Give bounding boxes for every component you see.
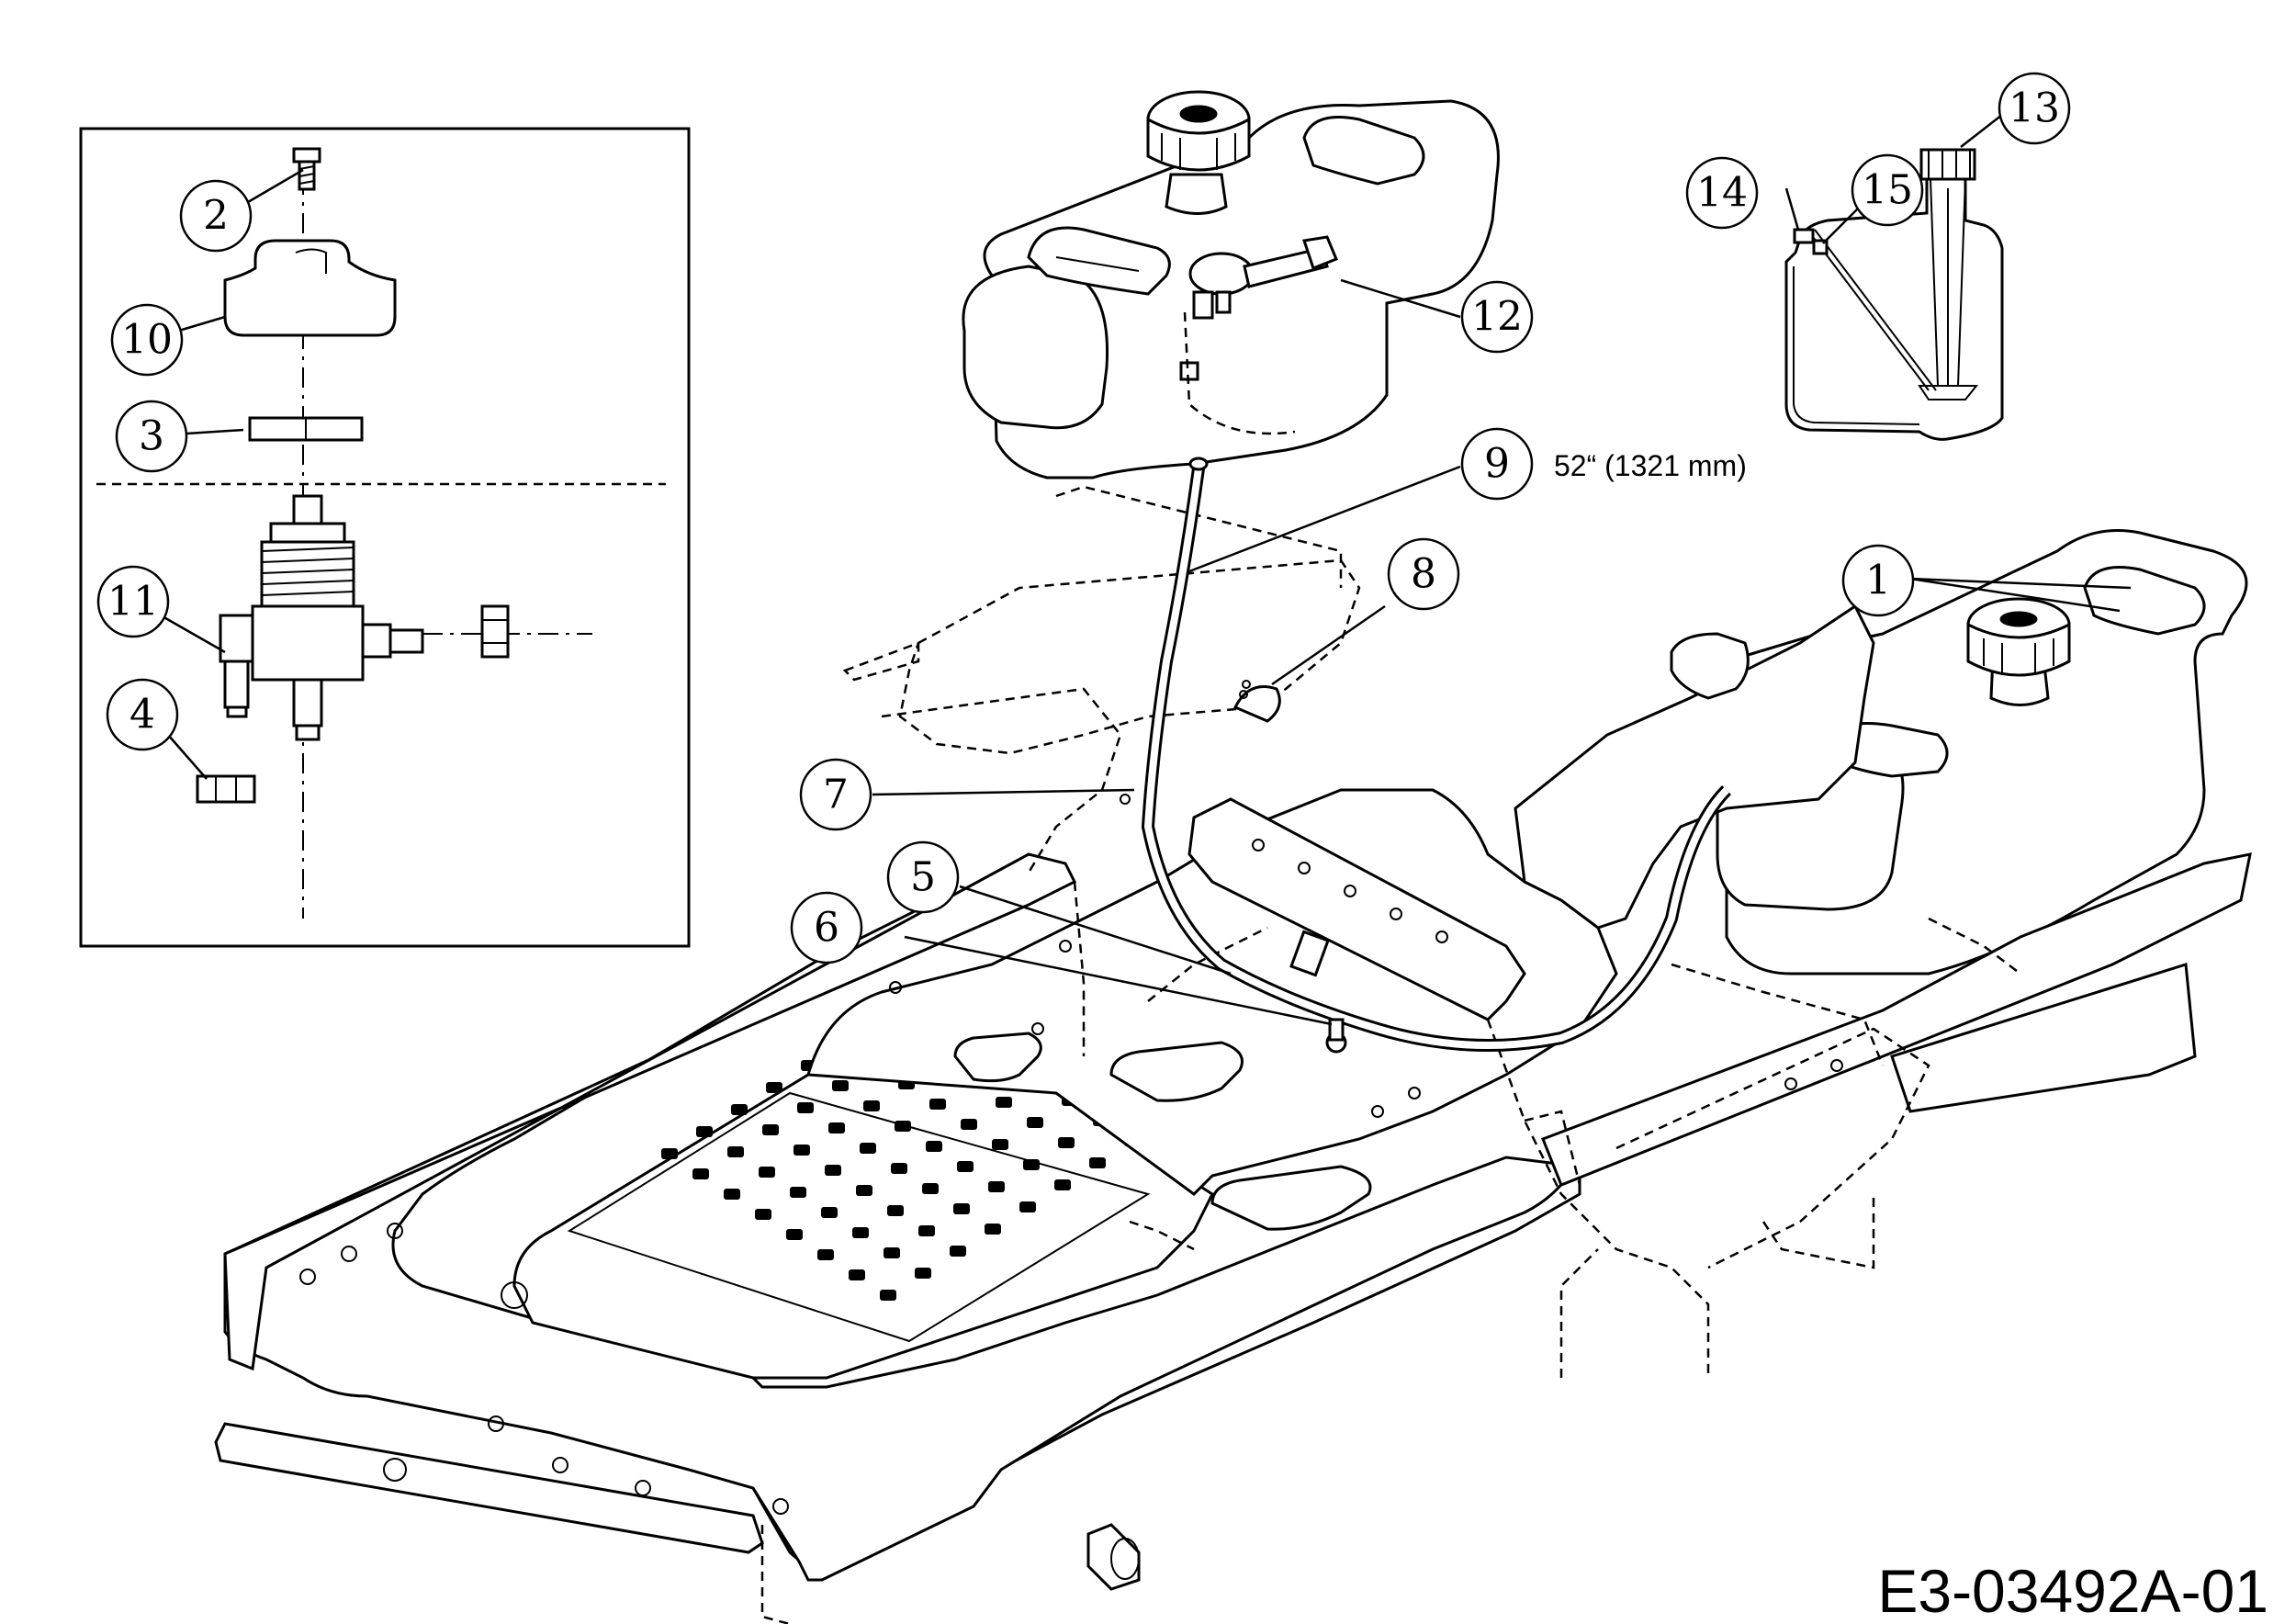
callout-13: 13 (2009, 85, 2060, 132)
grid-square (887, 1205, 904, 1216)
grid-square (988, 1181, 1005, 1192)
grid-square (696, 1126, 713, 1137)
grid-square (915, 1268, 931, 1279)
callout-1: 1 (1865, 558, 1891, 604)
grid-square (828, 1122, 845, 1133)
valve-detail-inset (79, 127, 691, 948)
grid-square (1019, 1201, 1036, 1212)
grid-square (786, 1229, 803, 1240)
grid-square (895, 1121, 911, 1132)
callout-5: 5 (910, 854, 936, 901)
grid-square (755, 1209, 771, 1220)
tank-cutaway-detail (1784, 148, 2004, 441)
fuel-hose (1141, 457, 1732, 1052)
grid-square (1089, 1157, 1106, 1168)
hose-length-label: 52“ (1321 mm) (1554, 449, 1747, 482)
grid-square (724, 1189, 740, 1200)
grid-square (961, 1119, 977, 1130)
grid-square (759, 1167, 775, 1178)
hose-clip-right (480, 604, 510, 659)
fuel-tank-left (962, 90, 1500, 479)
callout-8: 8 (1411, 551, 1436, 598)
grid-square (692, 1168, 709, 1179)
grid-square (825, 1165, 841, 1176)
grid-square (817, 1249, 834, 1260)
screw-part (292, 147, 321, 191)
callout-14: 14 (1696, 170, 1748, 217)
grid-square (832, 1080, 849, 1091)
grid-square (1023, 1159, 1040, 1170)
grid-square (957, 1161, 974, 1172)
grid-square (891, 1163, 907, 1174)
gasket-part (248, 416, 364, 442)
callout-2: 2 (203, 193, 229, 240)
hose-clip-part (196, 774, 256, 804)
grid-square (852, 1227, 869, 1238)
grid-square (929, 1099, 946, 1110)
grid-square (880, 1290, 896, 1301)
grid-square (992, 1139, 1008, 1150)
callout-10: 10 (121, 317, 173, 364)
grid-square (985, 1224, 1001, 1235)
callout-15: 15 (1862, 167, 1913, 214)
drawing-code: E3-03492A-01 (1877, 1557, 2268, 1624)
grid-square (996, 1097, 1012, 1108)
grid-square (926, 1141, 942, 1152)
grid-square (821, 1207, 838, 1218)
fuel-valve-part (219, 494, 424, 741)
grid-square (797, 1102, 814, 1113)
frame-holes (299, 940, 1843, 1515)
grid-square (918, 1225, 935, 1236)
grid-square (731, 1104, 748, 1115)
chassis-fasteners (1120, 680, 1347, 1054)
grid-square (863, 1100, 880, 1111)
callout-3: 3 (139, 413, 164, 460)
grid-square (661, 1148, 678, 1159)
grid-square (953, 1203, 970, 1214)
grid-square (849, 1269, 865, 1280)
grid-square (790, 1187, 806, 1198)
callout-11: 11 (107, 579, 159, 626)
grid-square (793, 1145, 810, 1156)
callout-6: 6 (814, 905, 839, 952)
grid-square (856, 1185, 872, 1196)
grid-square (762, 1124, 779, 1135)
grid-square (766, 1082, 782, 1093)
grid-square (860, 1143, 876, 1154)
valve-handle-part (223, 239, 397, 337)
chassis-frame (214, 485, 2252, 1624)
grid-square (1058, 1137, 1075, 1148)
grid-square (884, 1247, 900, 1258)
grid-square (922, 1183, 939, 1194)
callout-7: 7 (823, 772, 849, 818)
grid-square (1027, 1117, 1043, 1128)
callout-4: 4 (129, 692, 155, 739)
grid-square (1054, 1179, 1071, 1190)
callout-numbers: 2 10 3 11 4 12 9 8 7 5 6 1 13 14 15 (107, 85, 2060, 952)
callout-circles (96, 72, 2071, 964)
grid-square (950, 1246, 966, 1257)
grid-square (727, 1146, 744, 1157)
callout-12: 12 (1471, 294, 1523, 341)
callout-9: 9 (1484, 441, 1510, 488)
